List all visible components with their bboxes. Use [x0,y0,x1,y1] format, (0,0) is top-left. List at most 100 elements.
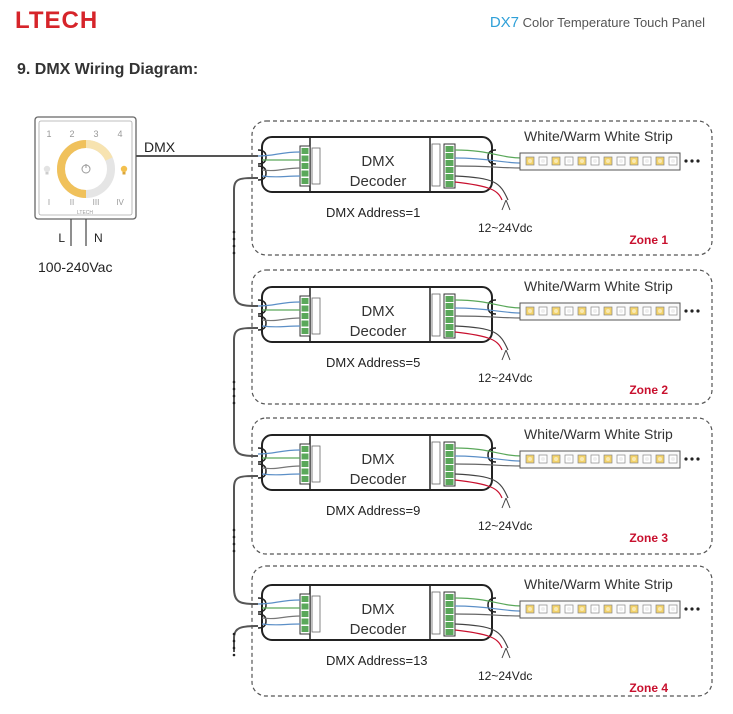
terminal-screw [445,608,454,614]
output-wire-green [454,149,523,159]
output-notch [487,299,497,315]
led-dot [554,309,558,313]
power-wire [454,325,509,351]
led-dot [580,607,584,611]
led-dot [671,457,675,461]
led-dot [671,159,675,163]
panel-power-label: 100-240Vac [38,259,112,275]
decoder-title: DMX [361,303,394,320]
strip-title: White/Warm White Strip [524,426,673,442]
zone-label: Zone 2 [629,383,668,397]
terminal-screw [445,601,454,607]
decoder-subtitle: Decoder [350,323,407,340]
terminal-screw [445,153,454,159]
led-dot [619,607,623,611]
led-dot [658,607,662,611]
terminal-screw [301,446,309,452]
daisy-chain-dot [232,646,236,650]
terminal-screw [445,146,454,152]
ltech-logo: LTECH [15,7,97,34]
terminal-screw [445,451,454,457]
output-wire-grey [454,613,523,617]
terminal-screw [301,305,309,312]
daisy-chain-dot [232,237,236,241]
power-wire [454,623,509,649]
led-dot [658,457,662,461]
led-dot [671,607,675,611]
led-dot [632,309,636,313]
power-input-label: 12~24Vdc [478,519,532,533]
terminal-screw [445,160,454,166]
terminal-screw [445,458,454,464]
terminal-screw [445,444,454,450]
neutral-arc [85,139,113,161]
decoder-subtitle: Decoder [350,173,407,190]
daisy-chain-wire [233,327,259,457]
terminal-screw [445,296,454,302]
power-wire-red [454,629,503,649]
terminal-n-label: N [94,231,103,245]
led-dot [619,159,623,163]
output-wire-green [454,299,523,309]
dip-switch [311,147,321,185]
power-wire-ends [501,647,511,659]
led-dot [619,457,623,461]
daisy-chain-dot [232,639,236,643]
input-notch [257,165,267,181]
led-dot [580,457,584,461]
continuation-dot [684,309,688,313]
panel-brand: LTECH [77,210,93,216]
led-dot [645,159,649,163]
model-name: DX7 [489,14,520,31]
warm-arc [57,140,87,198]
continuation-dot [684,159,688,163]
output-notch [487,597,497,613]
continuation-dot [696,457,700,461]
led-dot [658,159,662,163]
dip-switch [311,297,321,335]
signal-wire-blue [257,449,301,455]
panel-bottom-label: II [70,198,74,207]
continuation-dot [696,309,700,313]
led-dot [567,607,571,611]
zone-label: Zone 4 [629,681,668,695]
decoder-subtitle: Decoder [350,471,407,488]
terminal-screw [301,611,309,617]
led-dot [541,607,545,611]
output-notch [487,447,497,463]
dmx-label: DMX [144,139,176,155]
terminal-screw [301,170,309,177]
signal-wire-blue [261,473,301,476]
output-notch [487,149,497,165]
led-dot [645,309,649,313]
continuation-dot [690,457,694,461]
signal-wire-grey [261,167,301,172]
led-dot [645,457,649,461]
terminal-screw [445,594,454,600]
terminal-screw [445,472,454,478]
output-wire-blue [454,157,523,164]
signal-wire-blue [261,325,301,328]
led-dot [528,607,532,611]
daisy-chain-dot [232,632,236,636]
led-dot [580,309,584,313]
output-dip [431,143,441,187]
terminal-screw [301,476,309,482]
signal-wire-blue [257,599,301,605]
output-dip [431,441,441,485]
power-wire [454,175,509,201]
power-wire-red [454,181,503,201]
signal-wire-grey [261,465,301,470]
led-dot [580,159,584,163]
cool-bulb-icon [43,165,51,173]
daisy-chain-dot [232,230,236,234]
daisy-chain-wire [233,475,259,605]
section-title: 9. DMX Wiring Diagram: [17,61,199,78]
led-dot [528,457,532,461]
led-dot [567,457,571,461]
led-dot [593,607,597,611]
led-dot [606,457,610,461]
terminal-screw [301,298,309,304]
